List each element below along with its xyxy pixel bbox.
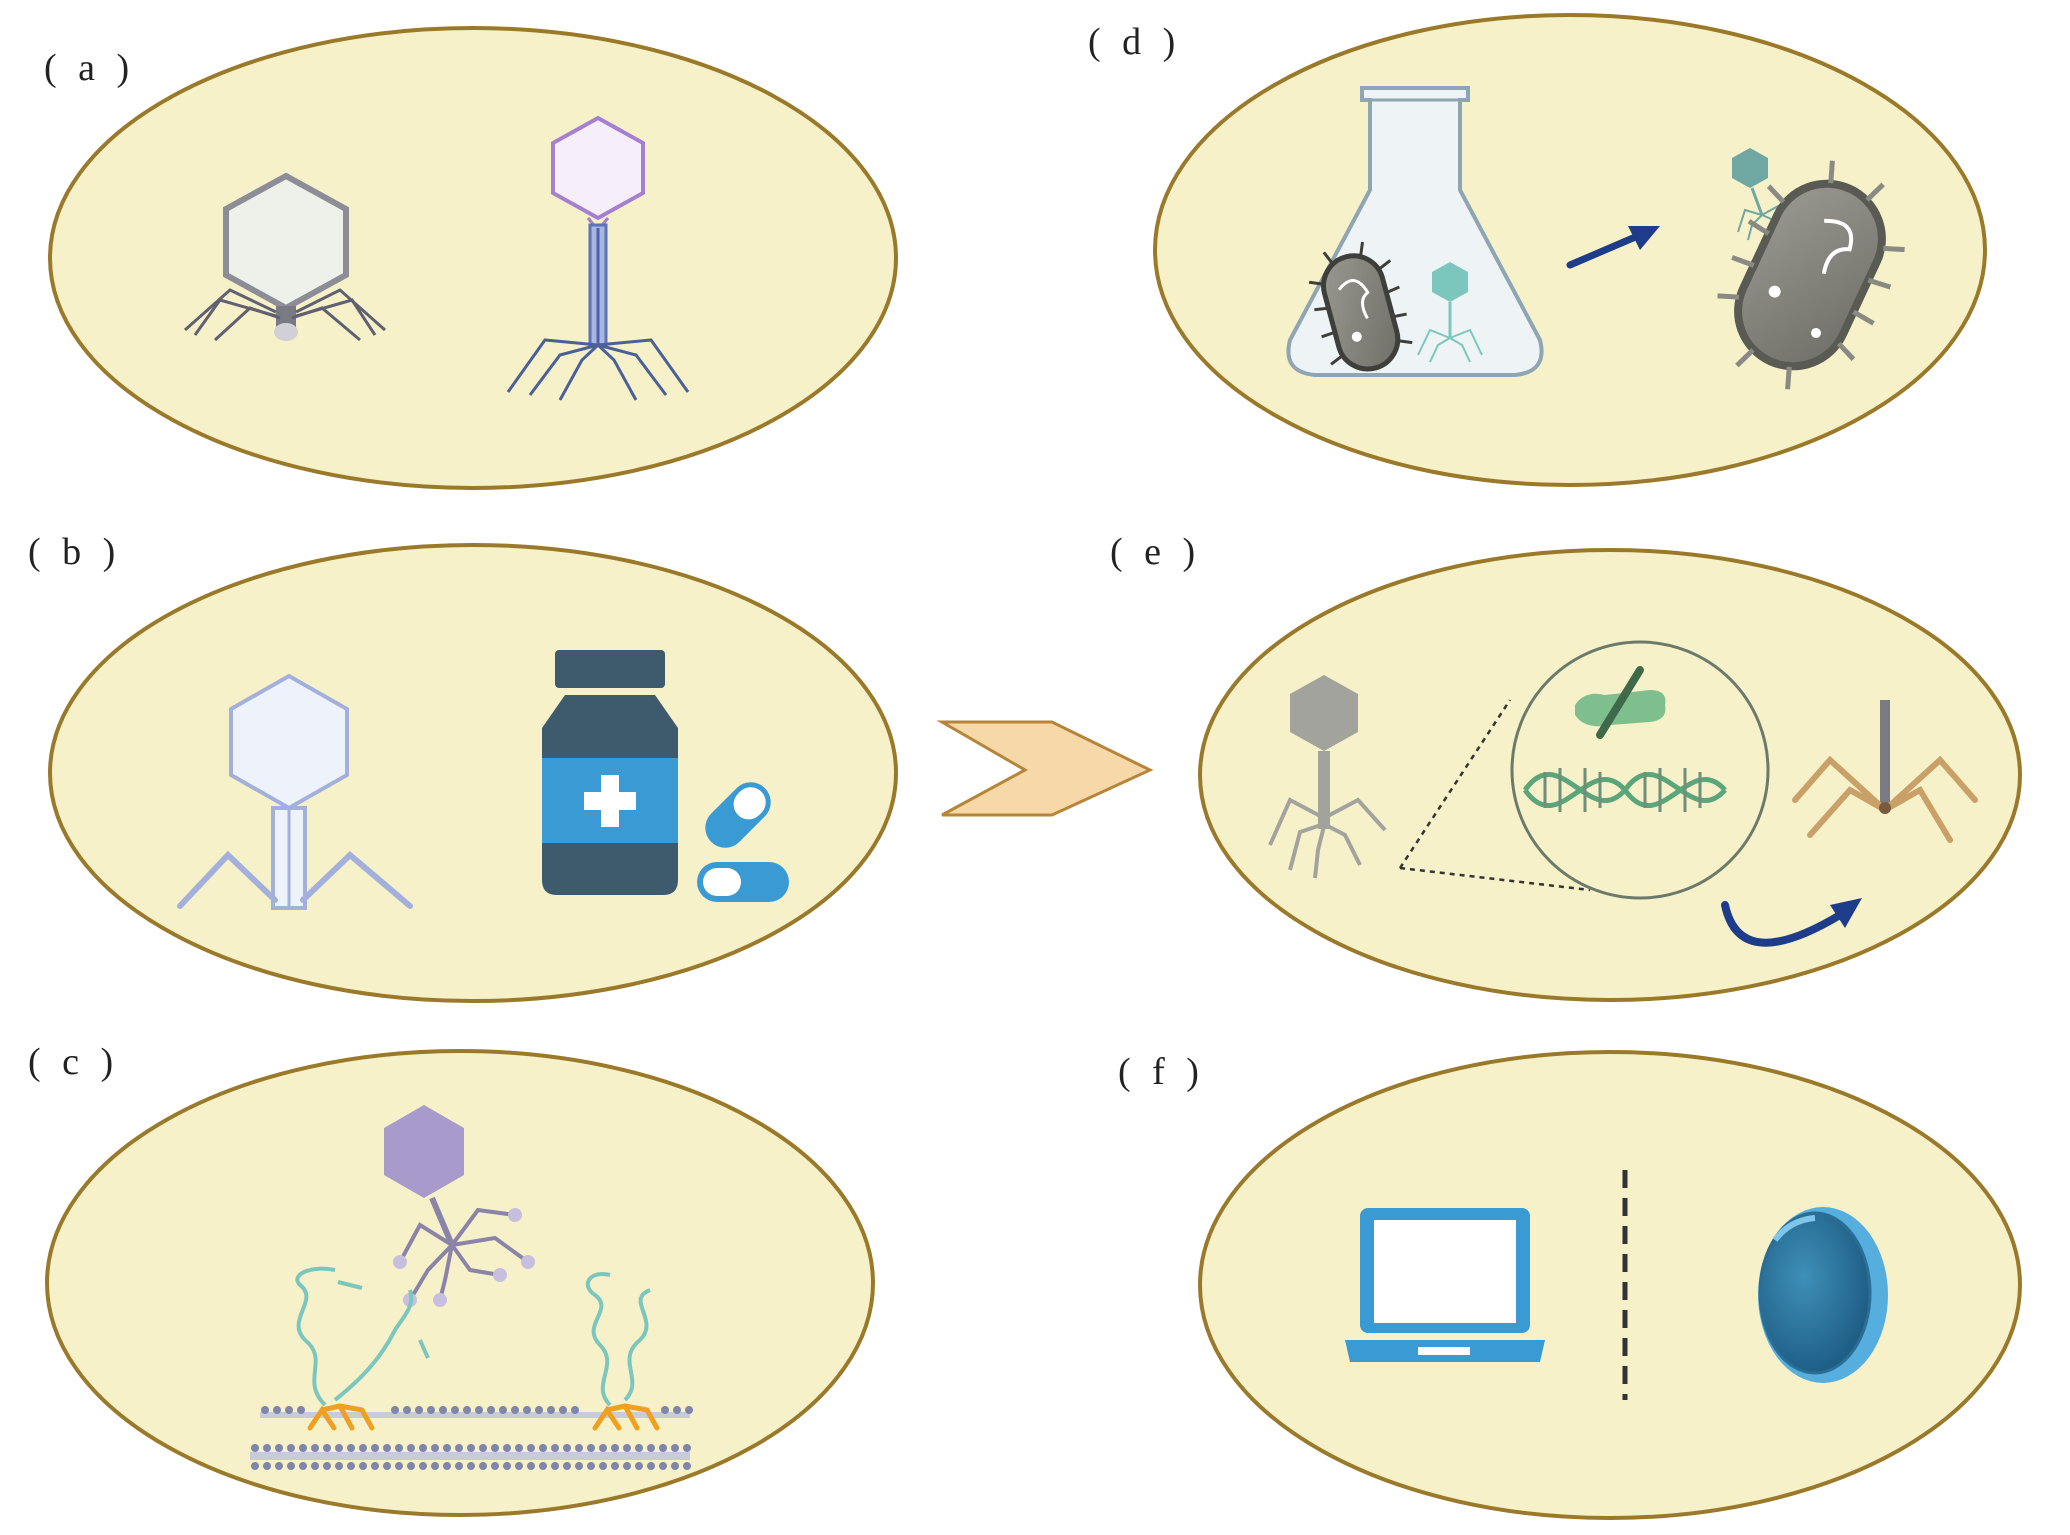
pill-icon bbox=[697, 782, 789, 902]
phage-icon bbox=[1417, 262, 1483, 363]
hand-pencil-icon bbox=[1575, 666, 1666, 739]
panel-label-c: ( c ) bbox=[28, 1041, 120, 1083]
laptop-icon bbox=[1345, 1208, 1545, 1362]
panel-label-b: ( b ) bbox=[28, 531, 122, 573]
panel-b-ellipse bbox=[48, 543, 898, 1003]
panel-label-a: ( a ) bbox=[44, 47, 136, 89]
phage-icon bbox=[1268, 675, 1387, 879]
bacterium-icon bbox=[1717, 160, 1905, 390]
petri-dish-icon bbox=[1758, 1207, 1888, 1383]
panel-a-ellipse bbox=[48, 26, 898, 490]
panel-label-e: ( e ) bbox=[1110, 531, 1202, 573]
arrow-icon bbox=[1566, 226, 1660, 269]
zoom-lines bbox=[1398, 699, 1591, 892]
phage-icon bbox=[384, 1105, 535, 1307]
panel-f-ellipse bbox=[1198, 1050, 2022, 1520]
chevron-right-icon bbox=[936, 720, 1154, 817]
phage-tail-icon bbox=[1792, 700, 1978, 843]
panel-e-ellipse bbox=[1198, 548, 2022, 1002]
phage-icon bbox=[177, 673, 413, 910]
medicine-bottle-icon bbox=[542, 650, 678, 895]
zoom-circle bbox=[1510, 640, 1770, 900]
phage-icon bbox=[184, 172, 386, 342]
panel-c-ellipse bbox=[45, 1049, 875, 1517]
dna-icon bbox=[1522, 768, 1727, 812]
arrow-icon bbox=[1721, 898, 1862, 947]
panel-label-f: ( f ) bbox=[1118, 1051, 1205, 1093]
bacterium-icon bbox=[1308, 241, 1413, 372]
cell-membrane-icon bbox=[250, 1266, 693, 1470]
panel-label-d: ( d ) bbox=[1088, 21, 1182, 63]
phage-icon bbox=[506, 115, 690, 401]
